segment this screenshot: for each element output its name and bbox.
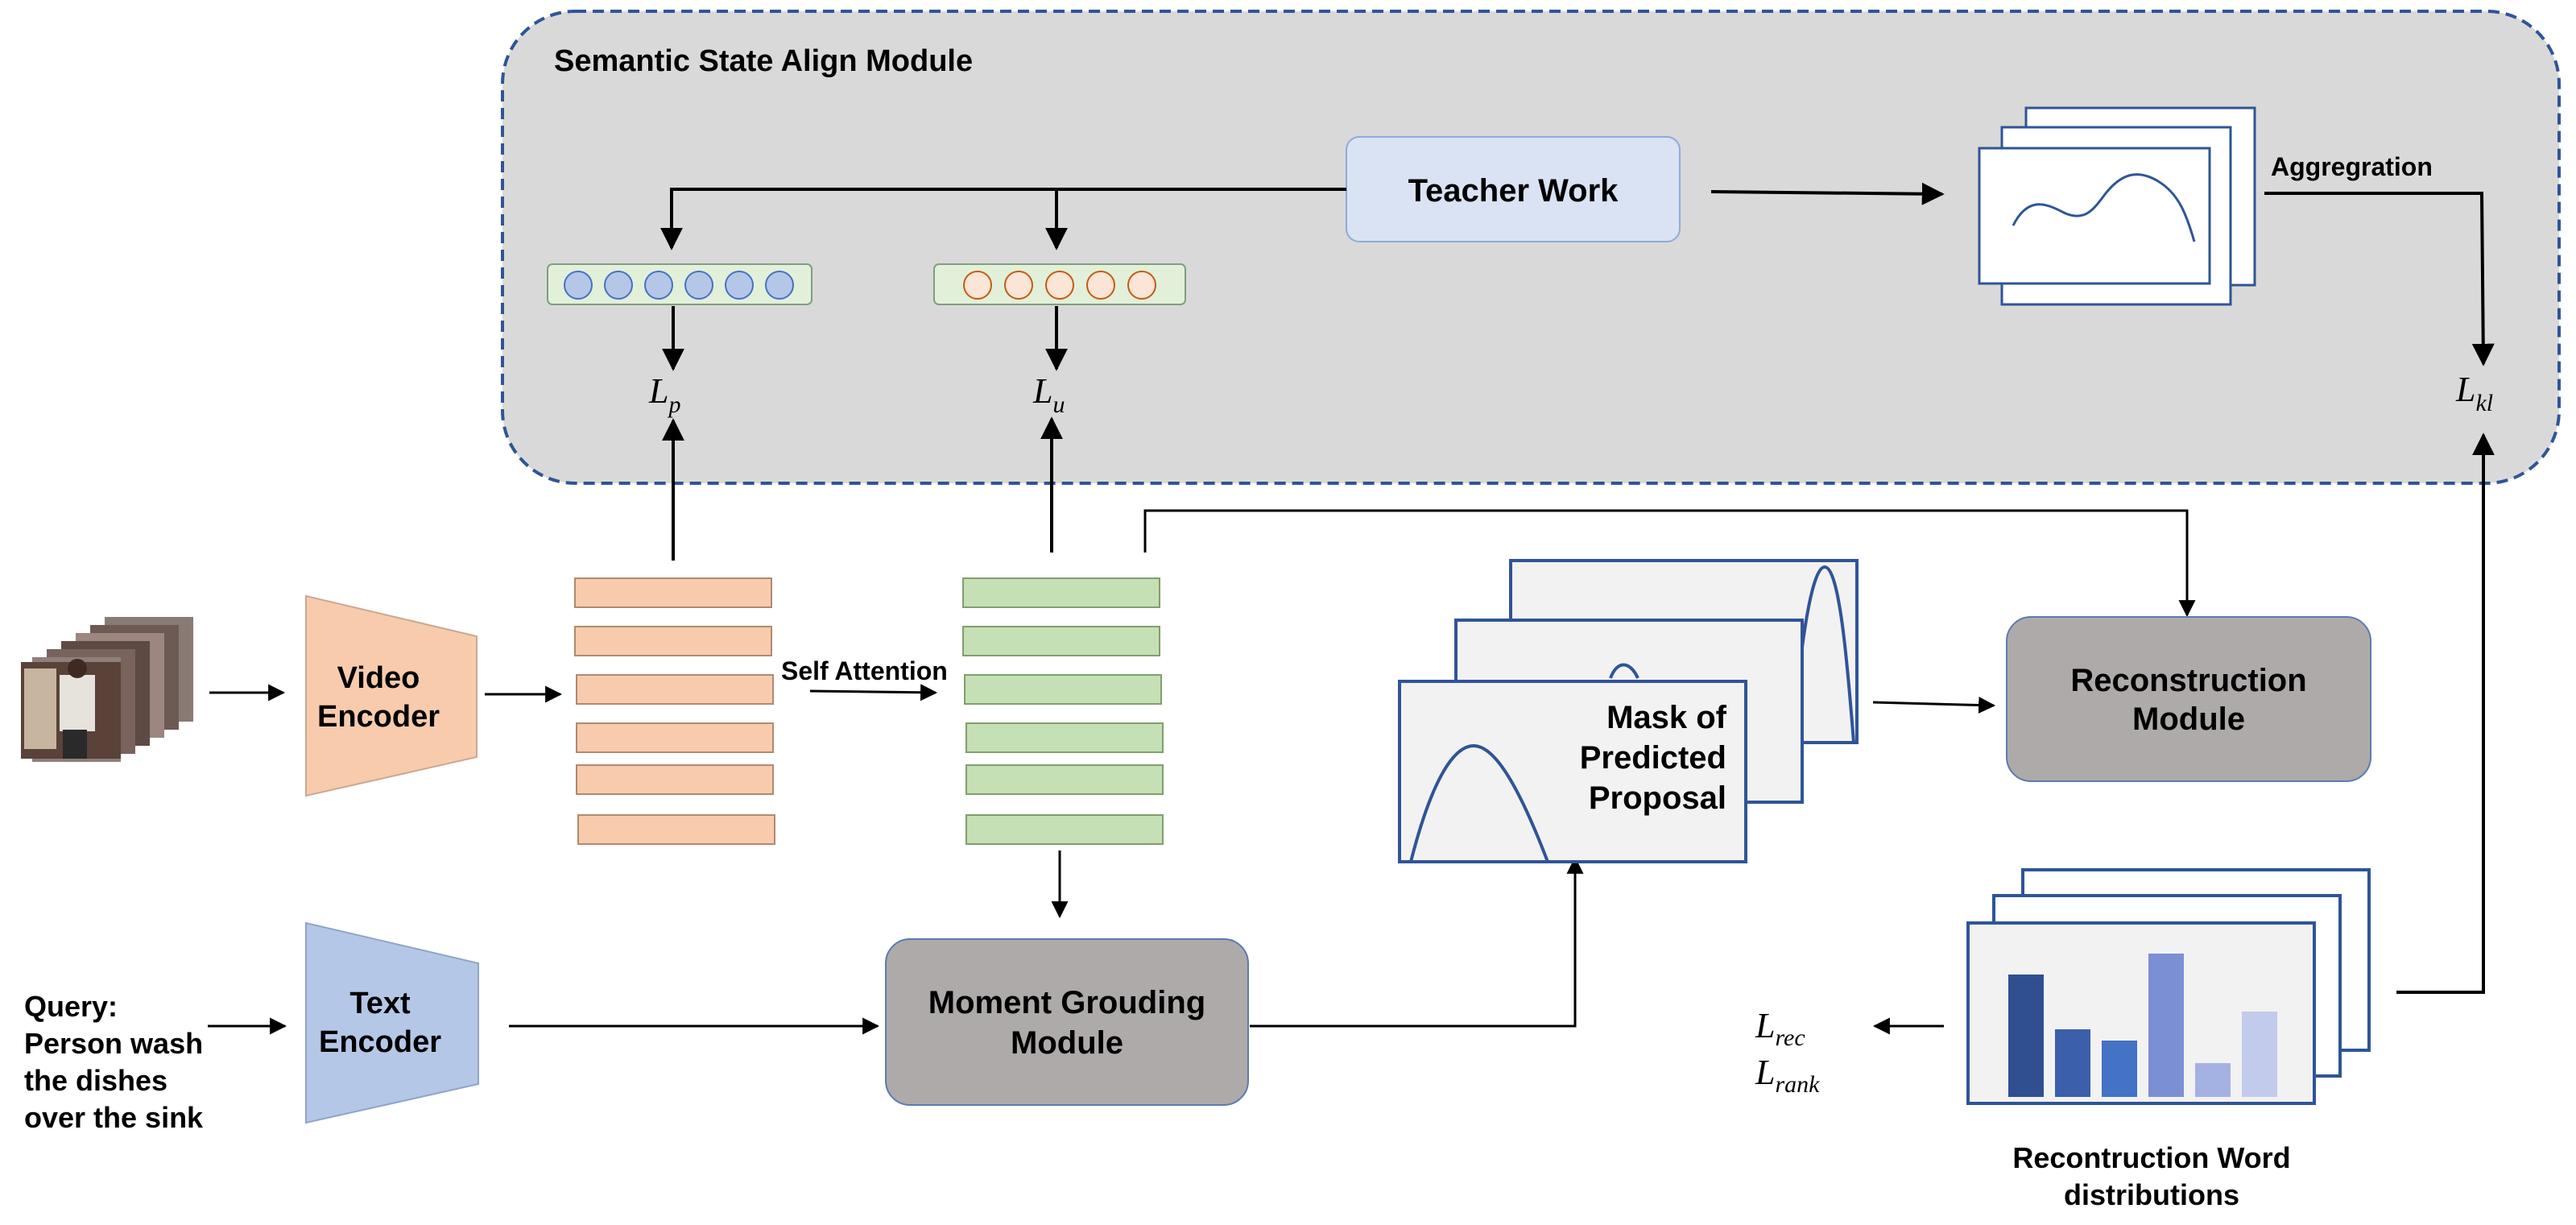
svg-text:Query:: Query:: [24, 990, 118, 1023]
reconstruction-label: Reconstruction: [2070, 663, 2306, 698]
word-dist-label-2: distributions: [2064, 1178, 2239, 1211]
loss-rec: Lrec: [1755, 1006, 1805, 1051]
loss-u: Lu: [1032, 371, 1065, 418]
moment-grounding-box: [885, 938, 1249, 1106]
mask-proposal-label-3: Proposal: [1589, 780, 1726, 816]
word-dist-label: Recontruction Word: [2012, 1141, 2290, 1174]
video-encoder-label: Video: [337, 661, 420, 695]
query-text: Query: Person wash the dishes over the s…: [24, 990, 204, 1134]
word-distribution-stack: [1966, 868, 2371, 1105]
svg-text:the dishes: the dishes: [24, 1064, 167, 1097]
svg-text:Person wash: Person wash: [24, 1027, 203, 1060]
mask-proposal-label: Mask of: [1606, 700, 1727, 735]
teacher-branch-line: [660, 188, 1346, 250]
reconstruction-box: [2006, 616, 2371, 782]
attended-feature-bars: [962, 577, 1164, 845]
teacher-curve-stack: [1978, 106, 2256, 306]
arrow-attended-to-reconstruction: [1143, 509, 2196, 618]
aggregation-arrow: [2264, 192, 2495, 366]
arrow-self-attention: [809, 684, 938, 701]
arrow-moment-to-mask: [1250, 856, 1584, 1028]
video-encoder-shape: [305, 594, 478, 797]
text-encoder-label: Text: [349, 987, 411, 1020]
teacher-nodes-u: [963, 271, 1156, 300]
teacher-work-label: Teacher Work: [1408, 173, 1619, 209]
text-encoder-label-2: Encoder: [319, 1025, 441, 1059]
loss-p: Lp: [648, 371, 680, 418]
aggregation-label: Aggregration: [2271, 152, 2433, 181]
module-title: Semantic State Align Module: [554, 44, 973, 78]
arrow-mask-to-reconstruction: [1872, 696, 1996, 714]
video-feature-bars: [574, 577, 775, 845]
video-frames-image: [21, 617, 193, 762]
arrow-word-dist-to-lkl: [2396, 432, 2495, 994]
mask-proposal-stack: [1398, 559, 1859, 863]
mask-proposal-label-2: Predicted: [1580, 740, 1726, 776]
svg-text:over the sink: over the sink: [24, 1101, 204, 1134]
teacher-to-curves-arrow: [1710, 182, 1945, 205]
video-encoder-label-2: Encoder: [317, 700, 440, 734]
reconstruction-label-2: Module: [2132, 701, 2245, 737]
moment-grounding-label-2: Module: [1011, 1025, 1123, 1061]
moment-grounding-label: Moment Grouding: [928, 985, 1205, 1020]
self-attention-label: Self Attention: [781, 656, 948, 685]
loss-kl: Lkl: [2455, 370, 2493, 416]
teacher-nodes-p: [564, 271, 794, 300]
text-encoder-shape: [305, 921, 479, 1124]
loss-rank: Lrank: [1755, 1053, 1820, 1098]
